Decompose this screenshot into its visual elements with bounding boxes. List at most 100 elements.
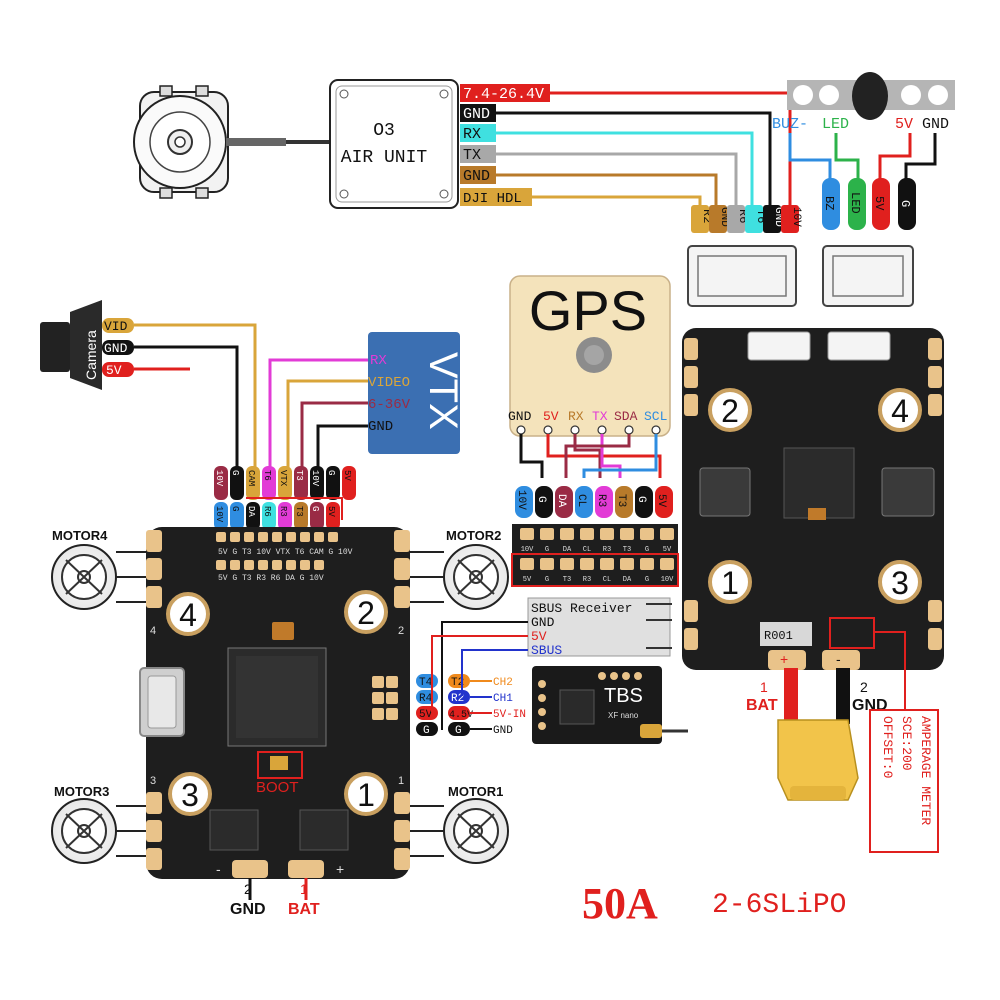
gps-pad-top [620,528,634,540]
gps-pad-top-label: T3 [623,546,631,554]
gps-pad-top [540,528,554,540]
air-unit-wires [496,91,792,205]
fc-top-pad [230,532,240,542]
gps-pad-bottom-label: G [645,576,649,584]
fc-header-pin-label: CAM [246,470,256,486]
rx-row2-target: CH1 [493,693,513,705]
gps-title: GPS [529,279,647,342]
fc-plus-silk: + [336,861,344,877]
amperage-title: AMPERAGE METER [918,716,933,825]
esc-number-2: 2 [721,393,739,429]
fc-header-pin-row2-label: G [310,506,320,511]
led-label-gnd: GND [922,116,949,133]
rx-row3-target: 5V-IN [493,709,526,721]
gps-pin-tx: TX [592,409,608,424]
gps-pad-top-label: CL [583,546,591,554]
sbus-pin-5v: 5V [531,629,547,644]
led-label-buz: BUZ- [772,116,808,133]
air-unit-pin-power: 7.4-26.4V [463,86,544,103]
gps-pad-top-label: 10V [521,546,534,554]
gps-pad-top [560,528,574,540]
sbus-pin-sbus: SBUS [531,643,562,658]
air-unit-pin-dji-hdl: DJI HDL [463,191,522,207]
fc-header-pin [230,466,244,500]
fc-header-pin-label: 5V [342,470,352,481]
sbus-title: SBUS Receiver [531,601,632,616]
gps-pin-scl: SCL [644,409,667,424]
gps-module: GPS GND 5V RX TX SDA SCL [508,275,671,437]
rx-row4-right: G [455,725,462,737]
gps-conn-10v: 10V [515,490,527,510]
motor-3: MOTOR3 [51,784,146,864]
fc-gnd-label: GND [230,901,266,918]
vtx-pin-power: 6-36V [368,397,411,413]
fc-hole-number-2: 2 [357,595,375,631]
motor-1-label: MOTOR1 [448,784,503,799]
fc-top-pad [300,560,310,570]
esc-number-1: 1 [721,565,739,601]
esc-board: 2 4 1 3 R001 + - [682,328,944,670]
gps-pin-5v: 5V [543,409,559,424]
fc-header-pin-row2-label: 5V [326,506,336,517]
rx-row4-target: GND [493,725,513,737]
gps-conn-r3: R3 [595,494,607,507]
fc-header-pin-label: T6 [262,470,272,481]
gps-pin-sda: SDA [614,409,638,424]
rx-row1-right: T2 [451,677,464,689]
motor-1: MOTOR1 [410,784,509,864]
led-pin-5v: 5V [872,196,886,211]
esc-silk-minus: - [836,651,841,667]
fc-header-pin-label: G [326,470,336,475]
fc-gnd-number: 2 [244,881,252,897]
fc-top-pad [314,532,324,542]
gps-pad-bottom [520,558,534,570]
gps-pad-top-label: G [645,546,649,554]
camera-pin-vid: VID [104,319,128,334]
fc-top-pad [216,560,226,570]
rx-row1-target: CH2 [493,677,513,689]
air-unit-pin-rx: RX [463,126,481,143]
amperage-meter-callout: AMPERAGE METER SCE:200 OFFSET:0 [869,631,939,853]
amperage-scale: SCE:200 [899,716,914,771]
rx-row3-right: 4.5V [449,710,473,721]
flight-controller-board: 5V G T3 10V VTX T6 CAM G 10V 5V G T3 R3 … [139,527,410,879]
fc-top-pad [328,532,338,542]
tbs-subtitle: XF nano [608,711,639,720]
gps-pad-top [660,528,674,540]
led-buzzer-module: BUZ- LED 5V GND [772,72,955,133]
led-pin-g: G [898,200,912,207]
air-unit-pin-gnd1: GND [463,106,490,123]
fc-header-pin-row2 [246,502,260,530]
fc-top-pad [216,532,226,542]
fc-header-pin [278,466,292,500]
fc-minus-silk: - [216,861,221,877]
gps-wires [519,434,662,478]
rx-row2-left: R4 [419,693,433,705]
fc-header-pin-row2 [230,502,244,530]
fc-header-pin [342,466,356,500]
fc-header-highlight [246,497,343,520]
vtx-pin-video: VIDEO [368,375,410,391]
gps-pad-bottom [580,558,594,570]
fc-header-pin [214,466,228,500]
fc-header-pin-label: G [230,470,240,475]
amperage-offset: OFFSET:0 [880,716,895,778]
esc-bat-label: BAT [746,697,778,714]
fc-top-pad [314,560,324,570]
receiver-wiring: T4 T2 CH2 R4 R2 CH1 5V 4.5V 5V-IN G G GN… [416,674,526,737]
motor-2-label: MOTOR2 [446,528,501,543]
gps-pad-top [600,528,614,540]
fc-header-pin-row2-label: DA [246,506,256,517]
fc-header-pin [262,466,276,500]
air-unit-connector-pins: R2 GND R6 T6 GND 10V [691,205,802,233]
gps-pad-top-label: G [545,546,549,554]
led-label-led: LED [822,116,849,133]
gps-pin-rx: RX [568,409,584,424]
gps-pad-bottom [620,558,634,570]
fc-silk-row1: 5V G T3 10V VTX T6 CAM G 10V [218,548,353,557]
motor-4: MOTOR4 [51,528,146,610]
fc-header-pin-row2-label: 10V [214,506,224,523]
fc-header-pin-row2 [294,502,308,530]
gps-conn-g1: G [535,496,547,503]
